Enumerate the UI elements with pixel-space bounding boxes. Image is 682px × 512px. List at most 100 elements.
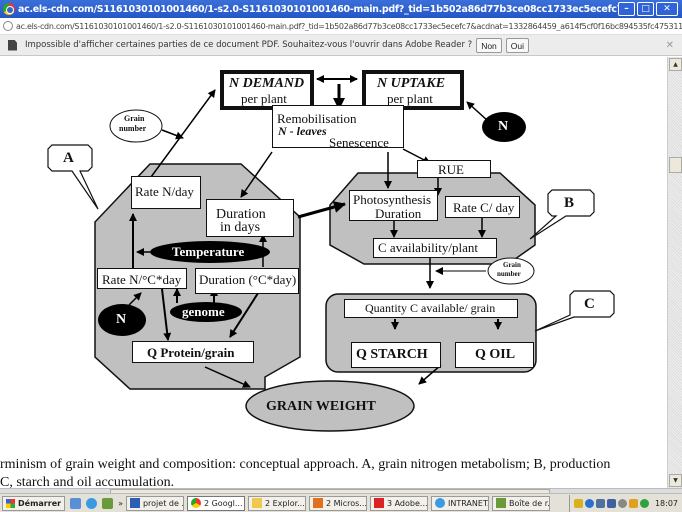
maximize-button[interactable]: □ bbox=[637, 2, 654, 16]
q-starch-text: Q STARCH bbox=[356, 347, 428, 362]
label-c: C bbox=[584, 296, 595, 312]
adobe-icon bbox=[373, 498, 384, 508]
window-title: ac.els-cdn.com/S1161030101001460/1-s2.0-… bbox=[18, 3, 618, 15]
chrome-icon bbox=[190, 498, 201, 508]
grain-number-1-ellipse bbox=[109, 109, 163, 143]
system-tray: 18:07 bbox=[568, 494, 682, 512]
task-item-intranet[interactable]: INTRANET... bbox=[430, 495, 489, 511]
quantity-c-box bbox=[344, 299, 518, 318]
grain-number-1-line1: Grain bbox=[124, 114, 145, 123]
senescence-text: Senescence bbox=[329, 135, 389, 150]
clock: 18:07 bbox=[654, 498, 678, 508]
windows-logo-icon bbox=[6, 498, 15, 508]
grain-number-2-line2: number bbox=[497, 270, 521, 278]
start-button[interactable]: Démarrer bbox=[2, 495, 66, 511]
taskbar: Démarrer » projet de ... 2 Googl... ▾ 2 … bbox=[0, 493, 682, 512]
page-icon bbox=[3, 21, 13, 31]
quicklaunch-ie-icon[interactable] bbox=[86, 497, 98, 509]
quicklaunch-more[interactable]: » bbox=[118, 498, 123, 508]
close-button[interactable]: ✕ bbox=[656, 2, 678, 16]
callout-a bbox=[47, 144, 99, 210]
task-item-microsoft[interactable]: 2 Micros... ▾ bbox=[308, 495, 367, 511]
grain-number-2-line1: Grain bbox=[503, 261, 521, 269]
rate-n-day-box bbox=[131, 176, 201, 209]
task-item-explorer[interactable]: 2 Explor... ▾ bbox=[247, 495, 306, 511]
n-top-ellipse bbox=[482, 112, 526, 142]
sync-icon[interactable] bbox=[639, 498, 649, 508]
c-availability-box bbox=[373, 238, 497, 258]
window-titlebar: ac.els-cdn.com/S1161030101001460/1-s2.0-… bbox=[0, 0, 682, 18]
infobar-close-icon[interactable]: ✕ bbox=[665, 39, 674, 51]
duration-days-line1: Duration bbox=[216, 207, 266, 222]
q-oil-text: Q OIL bbox=[475, 347, 516, 362]
duration-cday-box bbox=[195, 268, 299, 294]
c-availability-text: C availability/plant bbox=[378, 240, 479, 255]
url-text[interactable]: ac.els-cdn.com/S1161030101001460/1-s2.0-… bbox=[16, 21, 682, 31]
n-bottom-ellipse bbox=[98, 304, 146, 336]
scroll-down-arrow-icon[interactable]: ▼ bbox=[669, 474, 682, 487]
remobilisation-text: Remobilisation bbox=[277, 111, 357, 126]
photosynthesis-line1: Photosynthesis bbox=[353, 192, 432, 207]
figure-caption-line2: C, starch and oil accumulation. bbox=[0, 475, 175, 488]
connections-icon[interactable] bbox=[595, 498, 605, 508]
n-demand-subtitle: per plant bbox=[241, 91, 287, 106]
task-item-projet[interactable]: projet de ... bbox=[125, 495, 184, 511]
task-item-adobe[interactable]: 3 Adobe... ▾ bbox=[369, 495, 428, 511]
duration-days-line2: in days bbox=[220, 220, 261, 235]
task-item-google[interactable]: 2 Googl... ▾ bbox=[186, 495, 245, 511]
word-icon bbox=[129, 498, 140, 508]
users-icon[interactable] bbox=[628, 498, 638, 508]
n-demand-box bbox=[220, 70, 314, 110]
n-top-label: N bbox=[498, 119, 509, 134]
duration-cday-text: Duration (°C*day) bbox=[199, 272, 297, 287]
q-oil-box bbox=[455, 342, 534, 368]
rate-n-cday-box bbox=[97, 268, 187, 289]
grain-weight-label: GRAIN WEIGHT bbox=[266, 399, 376, 414]
minimize-button[interactable]: – bbox=[618, 2, 635, 16]
pdf-infobar: Impossible d'afficher certaines parties … bbox=[0, 35, 682, 56]
remobilisation-box bbox=[272, 105, 404, 148]
genome-ellipse bbox=[170, 302, 242, 322]
task-item-boite[interactable]: Boîte de r... bbox=[491, 495, 550, 511]
label-b: B bbox=[564, 195, 575, 211]
network-icon[interactable] bbox=[584, 498, 594, 508]
rue-text: RUE bbox=[438, 162, 464, 177]
scroll-up-arrow-icon[interactable]: ▲ bbox=[669, 58, 682, 71]
q-protein-text: Q Protein/grain bbox=[147, 345, 235, 360]
mail-icon bbox=[495, 498, 506, 508]
quicklaunch-app-icon[interactable] bbox=[102, 497, 114, 509]
grain-weight-ellipse bbox=[245, 380, 415, 432]
photosynthesis-line2: Duration bbox=[375, 206, 422, 221]
quantity-c-text: Quantity C available/ grain bbox=[365, 301, 496, 315]
q-protein-box bbox=[132, 341, 254, 363]
n-bottom-label: N bbox=[116, 312, 127, 327]
rate-c-day-box bbox=[445, 196, 520, 218]
figure-caption-line1: rminism of grain weight and composition:… bbox=[0, 457, 611, 472]
display-icon[interactable] bbox=[606, 498, 616, 508]
grain-number-2-ellipse bbox=[487, 257, 535, 285]
q-starch-box bbox=[351, 342, 441, 368]
n-uptake-subtitle: per plant bbox=[387, 91, 433, 106]
duration-days-box bbox=[206, 199, 294, 237]
volume-icon[interactable] bbox=[617, 498, 627, 508]
rate-n-day-text: Rate N/day bbox=[135, 184, 194, 199]
infobar-message: Impossible d'afficher certaines parties … bbox=[25, 40, 473, 50]
vertical-scrollbar[interactable]: ▲ ▼ bbox=[667, 57, 682, 488]
photosynthesis-box bbox=[349, 190, 438, 221]
document-icon bbox=[8, 39, 17, 51]
callout-b bbox=[529, 189, 595, 240]
quicklaunch-desktop-icon[interactable] bbox=[70, 497, 82, 509]
n-uptake-box bbox=[362, 70, 464, 110]
genome-label: genome bbox=[182, 304, 225, 319]
no-button[interactable]: Non bbox=[476, 37, 502, 53]
rate-c-day-text: Rate C/ day bbox=[453, 200, 515, 215]
vertical-scroll-thumb[interactable] bbox=[669, 157, 682, 173]
shield-icon[interactable] bbox=[573, 498, 583, 508]
powerpoint-icon bbox=[312, 498, 323, 508]
temperature-label: Temperature bbox=[172, 244, 245, 259]
start-label: Démarrer bbox=[18, 498, 62, 508]
yes-button[interactable]: Oui bbox=[505, 37, 530, 53]
n-demand-title: N DEMAND bbox=[229, 76, 305, 91]
address-bar[interactable]: ac.els-cdn.com/S1161030101001460/1-s2.0-… bbox=[0, 18, 682, 35]
chrome-icon bbox=[3, 3, 15, 15]
